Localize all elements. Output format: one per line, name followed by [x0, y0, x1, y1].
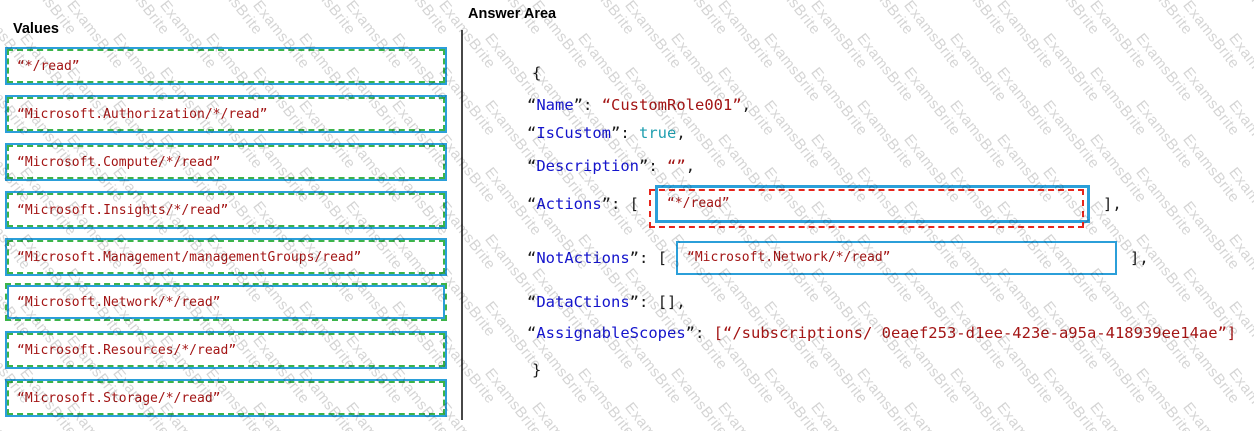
code-line: “IsCustom”: true,	[527, 123, 686, 143]
value-option-text: “Microsoft.Storage/*/read”	[7, 381, 445, 415]
code-token: ],	[1103, 195, 1122, 213]
code-token: “	[527, 293, 537, 311]
watermark-text: ExamsBrite	[295, 0, 359, 39]
code-line: }	[527, 360, 541, 380]
code-token: : [	[639, 249, 668, 267]
value-option[interactable]: “Microsoft.Authorization/*/read”	[5, 95, 447, 133]
code-token: “	[527, 249, 537, 267]
answer-area-title: Answer Area	[468, 6, 557, 22]
code-token: ”	[611, 124, 621, 142]
watermark-text: ExamsBrite	[109, 0, 173, 39]
value-option[interactable]: “Microsoft.Management/managementGroups/r…	[5, 238, 447, 276]
value-option[interactable]: “Microsoft.Network/*/read”	[5, 283, 447, 321]
code-token: true	[639, 124, 677, 142]
value-option-text: “Microsoft.Management/managementGroups/r…	[7, 240, 445, 274]
code-token: Actions	[536, 195, 602, 213]
code-token: ”	[685, 324, 695, 342]
code-token: “	[527, 157, 537, 175]
code-token: ],	[1130, 249, 1149, 267]
code-token: [“/subscriptions/ 0eaef253-d1ee-423e-a95…	[713, 324, 1237, 342]
values-panel-title: Values	[13, 21, 59, 37]
code-token: :	[620, 124, 640, 142]
code-token: IsCustom	[536, 124, 611, 142]
code-line: “Description”: “”,	[527, 156, 695, 176]
code-line: “NotActions”: [ “Microsoft.Network/*/read…	[527, 241, 1149, 275]
code-token: “	[527, 195, 537, 213]
value-option[interactable]: “Microsoft.Storage/*/read”	[5, 379, 447, 417]
code-token: “	[527, 324, 537, 342]
panel-divider	[461, 30, 463, 420]
code-token: ,	[741, 96, 752, 114]
code-token: ”	[629, 249, 640, 267]
code-line: “DataCtions”: [],	[527, 292, 686, 312]
code-token: “”	[667, 157, 686, 175]
value-option[interactable]: “Microsoft.Resources/*/read”	[5, 331, 447, 369]
code-token: Description	[536, 157, 639, 175]
code-token: ”	[639, 157, 649, 175]
code-token: Name	[536, 96, 574, 114]
value-option-text: “*/read”	[7, 49, 445, 83]
code-token: }	[532, 361, 542, 379]
code-token: ,	[676, 124, 686, 142]
value-option-text: “Microsoft.Resources/*/read”	[7, 333, 445, 367]
value-option-text: “Microsoft.Compute/*/read”	[7, 145, 445, 179]
code-token: DataCtions	[536, 293, 630, 311]
code-line: “Name”: “CustomRole001”,	[527, 95, 751, 115]
code-line: “AssignableScopes”: [“/subscriptions/ 0e…	[527, 323, 1236, 343]
value-option-text: “Microsoft.Network/*/read”	[7, 285, 445, 319]
slot-label: “NotActions”: [	[527, 248, 667, 268]
value-option-text: “Microsoft.Insights/*/read”	[7, 193, 445, 227]
watermark-text: ExamsBrite	[202, 0, 266, 39]
code-token: :	[583, 96, 602, 114]
actions-slot[interactable]: “*/read”	[649, 185, 1091, 228]
watermark-text: ExamsBrite	[388, 0, 452, 39]
code-token: ”	[573, 96, 584, 114]
code-token: “	[527, 124, 537, 142]
code-line: “Actions”: [ “*/read”],	[527, 185, 1122, 228]
code-token: AssignableScopes	[536, 324, 686, 342]
code-token: :	[695, 324, 714, 342]
code-token: [],	[657, 293, 686, 311]
code-line: {	[527, 63, 541, 83]
notactions-slot[interactable]: “Microsoft.Network/*/read”	[676, 241, 1118, 275]
code-token: ”	[629, 293, 640, 311]
code-token: {	[532, 64, 542, 82]
code-token: ,	[685, 157, 696, 175]
code-token: “CustomRole001”	[601, 96, 742, 114]
value-option-text: “Microsoft.Authorization/*/read”	[7, 97, 445, 131]
code-token: :	[639, 293, 658, 311]
slot-label: “Actions”: [	[527, 194, 639, 214]
code-token: NotActions	[536, 249, 630, 267]
json-code-block: {“Name”: “CustomRole001”,“IsCustom”: tru…	[527, 0, 1254, 431]
value-option[interactable]: “*/read”	[5, 47, 447, 85]
code-token: : [	[611, 195, 640, 213]
value-option[interactable]: “Microsoft.Insights/*/read”	[5, 191, 447, 229]
code-token: :	[648, 157, 668, 175]
code-token: ”	[601, 195, 612, 213]
code-token: “	[527, 96, 537, 114]
value-option[interactable]: “Microsoft.Compute/*/read”	[5, 143, 447, 181]
